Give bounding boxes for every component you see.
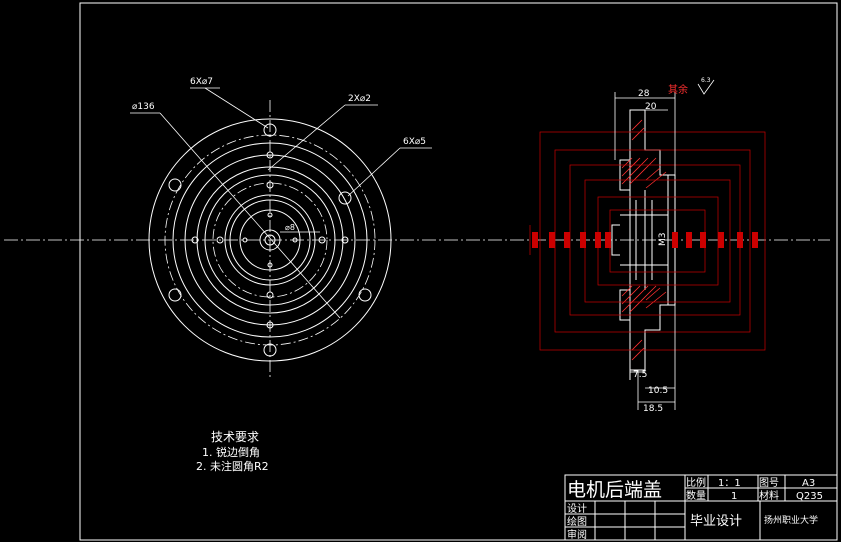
drafter-label: 绘图 (567, 515, 587, 528)
dim-20: 20 (645, 102, 657, 112)
thread-label: M3 (658, 233, 668, 247)
diameter-8-label: ⌀8 (285, 223, 295, 232)
material-value: Q235 (796, 491, 823, 502)
reviewer-label: 审阅 (567, 528, 587, 541)
outer-circle (148, 118, 392, 362)
diameter-136-label: ⌀136 (132, 102, 155, 112)
school-name: 扬州职业大学 (764, 514, 818, 526)
drawing-border (79, 2, 838, 541)
outer-holes (168, 123, 372, 357)
scale-value: 1：1 (718, 478, 741, 489)
dim-18-5: 18.5 (643, 404, 663, 414)
inner-holes (191, 151, 349, 329)
paper-size: A3 (802, 478, 815, 489)
center-bore (259, 229, 281, 251)
dim-28: 28 (638, 89, 650, 99)
dim-7-5: 7.5 (633, 370, 647, 380)
tech-req-item-1: 1. 锐边倒角 (202, 445, 260, 459)
tech-req-title: 技术要求 (211, 430, 259, 444)
roughness-value: 6.3 (701, 77, 711, 84)
quantity-value: 1 (731, 491, 737, 502)
material-label: 材料 (759, 489, 779, 502)
designer-label: 设计 (567, 502, 587, 515)
front-view (130, 87, 432, 380)
side-dim-text-marks (532, 232, 758, 248)
callout-2x2: 2X⌀2 (348, 94, 371, 104)
scale-label: 比例 (686, 476, 706, 489)
title-block (564, 474, 838, 541)
tech-req-item-2: 2. 未注圆角R2 (196, 459, 269, 473)
dim-10-5: 10.5 (648, 386, 668, 396)
callout-6x5: 6X⌀5 (403, 137, 426, 147)
callout-6x7: 6X⌀7 (190, 77, 213, 87)
horizontal-dimensions (614, 92, 676, 410)
part-name: 电机后端盖 (567, 479, 662, 501)
roughness-note: 其余 (668, 83, 688, 96)
drawing-no-label: 图号 (759, 477, 779, 489)
project-name: 毕业设计 (690, 514, 742, 529)
roughness-symbol (697, 79, 715, 95)
quantity-label: 数量 (686, 489, 706, 502)
hole-pitch-circle (164, 134, 376, 346)
